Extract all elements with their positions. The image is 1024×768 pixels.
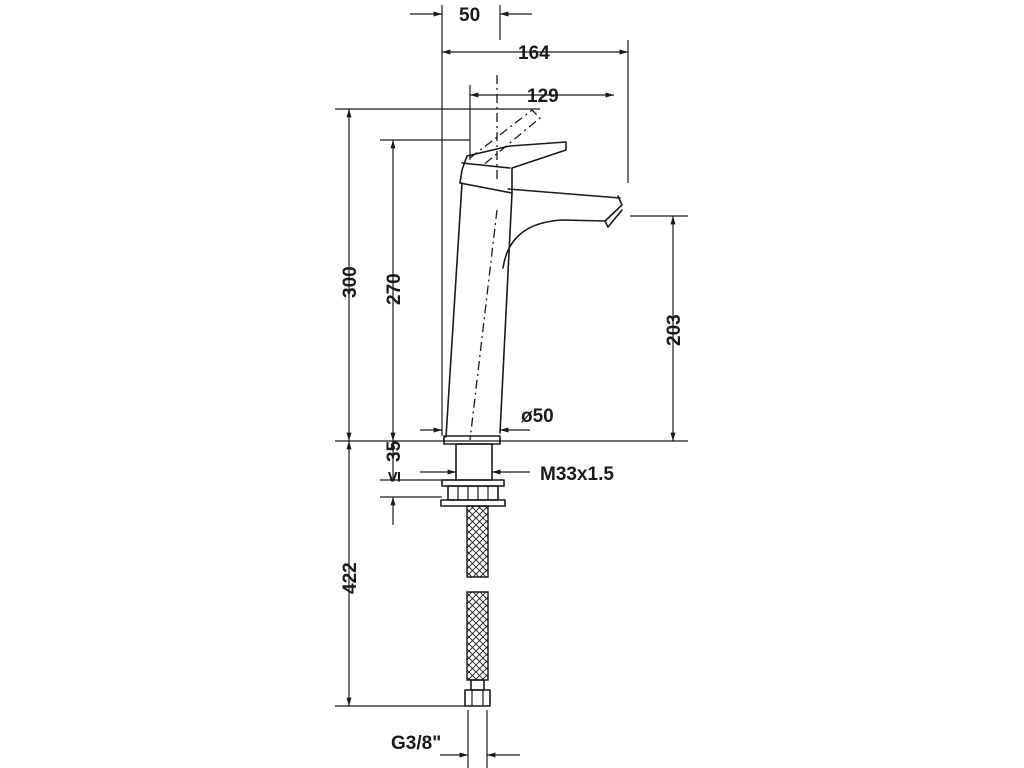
thread-g38-label: G3/8"	[391, 733, 441, 754]
dim-270-label: 270	[384, 273, 405, 305]
dim-dia50-label: ø50	[521, 406, 554, 427]
extension-lines	[335, 5, 688, 768]
dim-300-label: 300	[340, 266, 361, 298]
dim-203-label: 203	[664, 314, 685, 346]
dim-35-label: 35	[384, 440, 405, 462]
faucet-body	[443, 75, 623, 445]
dim-50-label: 50	[459, 5, 480, 26]
dimension-lines	[346, 11, 676, 758]
dim-422-label: 422	[340, 562, 361, 594]
thread-m33-label: M33x1.5	[540, 464, 614, 485]
dimension-labels: 50 164 129 300 270 203 35 ≤ 422 ø50 M33x…	[340, 5, 685, 754]
dim-164-label: 164	[518, 43, 550, 64]
dim-le-symbol: ≤	[384, 472, 405, 482]
mounting-assembly	[440, 443, 506, 507]
supply-hose	[464, 505, 491, 707]
dim-129-label: 129	[527, 86, 559, 107]
